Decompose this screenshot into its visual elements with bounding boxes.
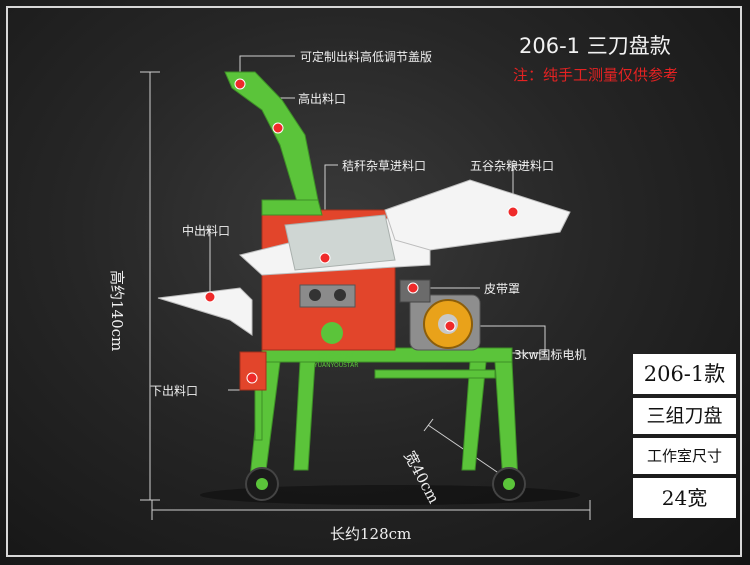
spec-model: 206-1款 [633,354,736,394]
callout-middle-outlet: 中出料口 [182,224,231,238]
callout-motor: 3kw国标电机 [514,348,587,362]
spec-size-label: 工作室尺寸 [633,438,736,474]
bottom-outlet-box [239,351,267,391]
green-chute [224,71,323,216]
callout-straw-inlet: 秸秆杂草进料口 [342,159,427,173]
logo-subtext: YUANYOUSTAR [314,362,359,369]
grain-inlet-tray [384,179,571,251]
callout-belt-cover: 皮带罩 [484,282,521,296]
callout-high-outlet: 高出料口 [298,92,347,106]
straw-hopper [238,214,431,276]
spec-blades: 三组刀盘 [633,398,736,434]
callout-custom-cover: 可定制出料高低调节盖版 [300,50,433,64]
electric-motor [399,279,481,351]
middle-outlet-chute [157,287,253,336]
callout-dots [204,78,519,384]
wheels [245,467,526,501]
spec-size-value: 24宽 [633,478,736,518]
callout-bottom-outlet: 下出料口 [150,384,199,398]
measurement-note: 注：纯手工测量仅供参考 [513,66,679,84]
callout-grain-inlet: 五谷杂粮进料口 [470,159,555,173]
height-dimension: 高约140cm [108,270,126,352]
length-dimension: 长约128cm [330,525,412,543]
green-stand [249,347,519,483]
logo-mark [321,322,343,344]
logo-text: 园友之星 [318,353,355,363]
product-title: 206-1 三刀盘款 [519,34,671,58]
photo-border [6,6,742,557]
